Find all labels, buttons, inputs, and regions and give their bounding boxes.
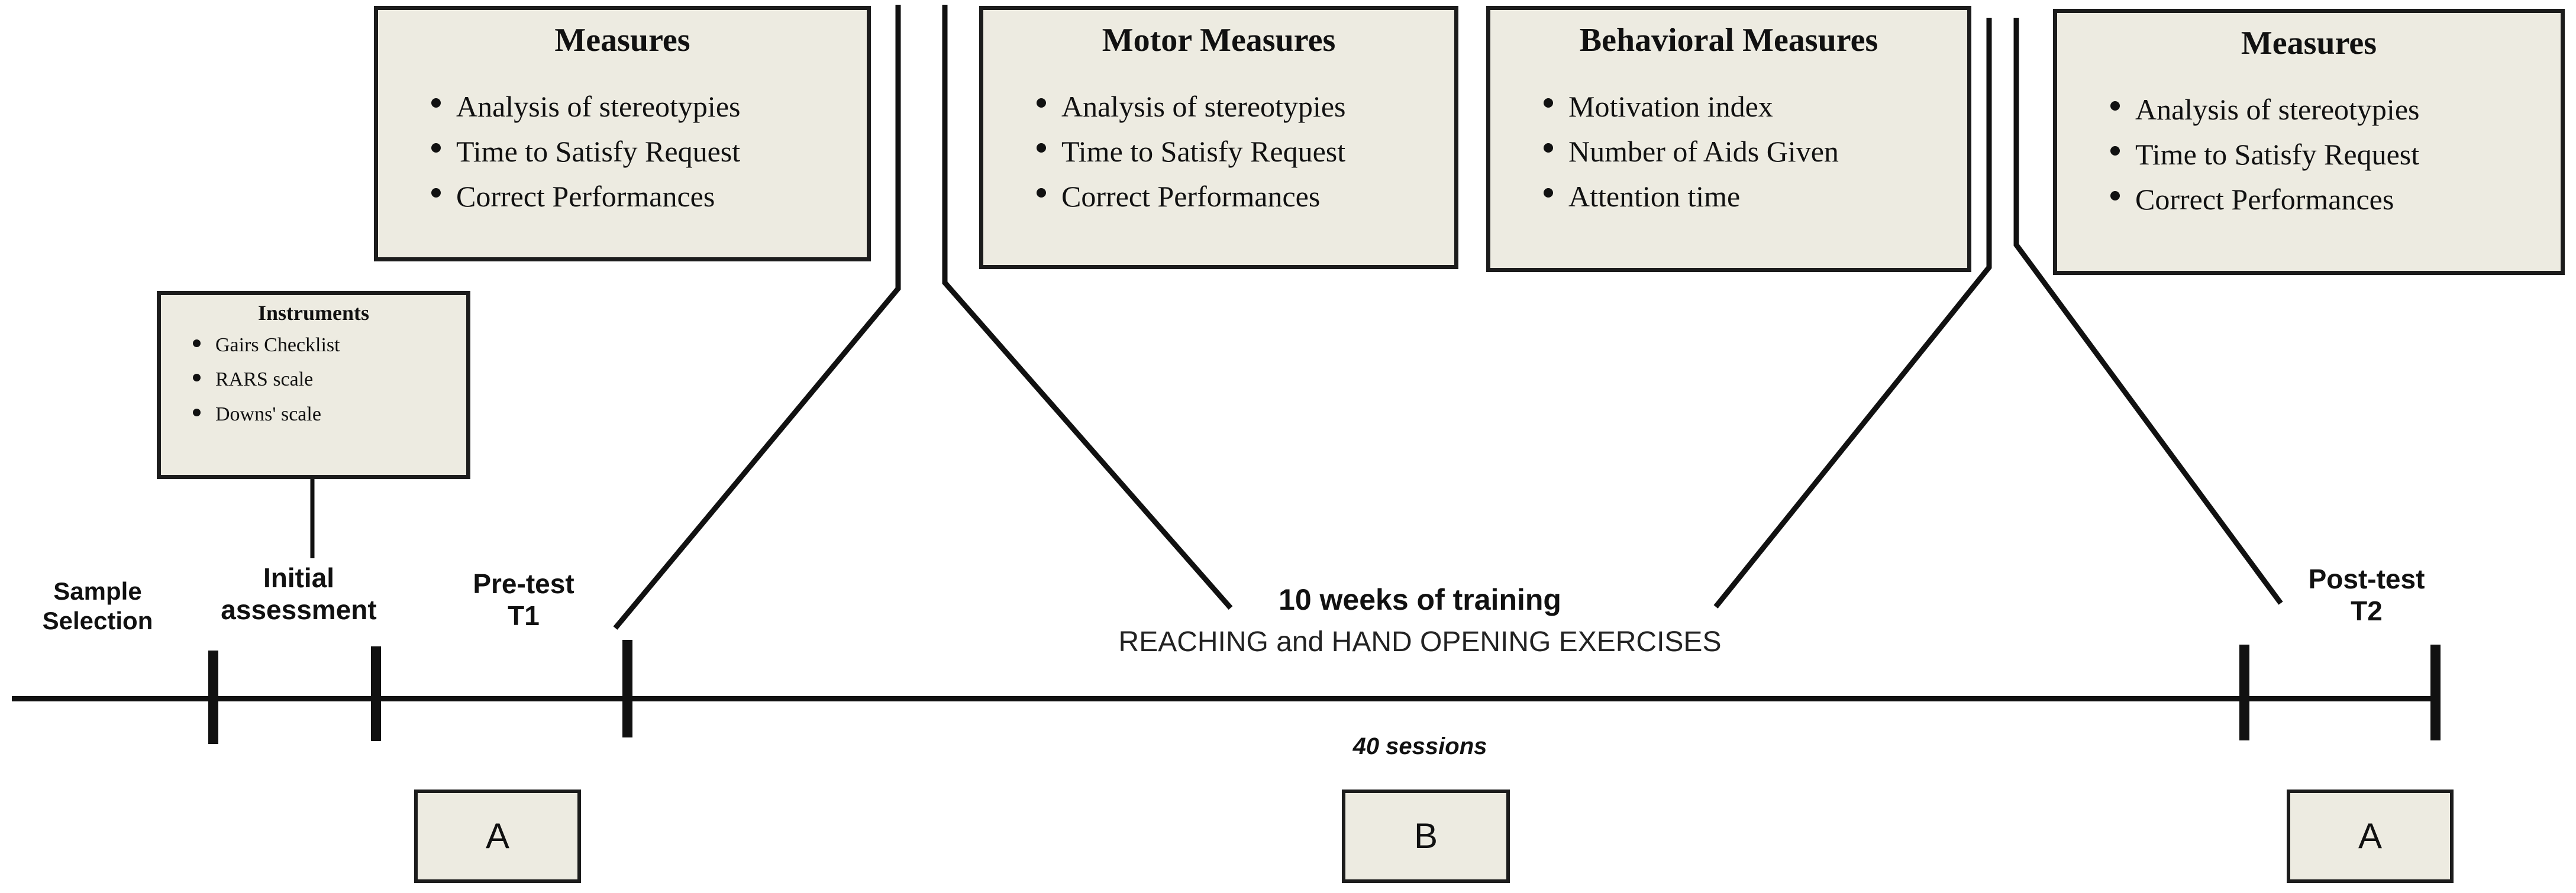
motor-measures-title: Motor Measures: [1102, 22, 1336, 59]
phase-label: A: [485, 816, 510, 856]
list-item: RARS scale: [192, 363, 466, 397]
training-headline: 10 weeks of training: [1279, 583, 1561, 616]
phase-label: A: [2358, 816, 2383, 856]
instruments-box: Instruments Gairs Checklist RARS scale D…: [157, 291, 470, 479]
timeline-tick-post-test: [2239, 645, 2249, 740]
milestone-line2: Selection: [42, 606, 153, 635]
list-item: Attention time: [1541, 174, 1967, 219]
motor-measures-list: Analysis of stereotypies Time to Satisfy…: [983, 84, 1454, 219]
instruments-list: Gairs Checklist RARS scale Downs' scale: [161, 328, 466, 432]
list-item: Time to Satisfy Request: [429, 129, 867, 174]
milestone-line1: Post-test: [2308, 564, 2425, 594]
behavioral-measures-title: Behavioral Measures: [1579, 22, 1878, 59]
list-item: Analysis of stereotypies: [429, 84, 867, 129]
timeline-tick-pre-test: [622, 640, 632, 737]
timeline-axis: [12, 696, 2432, 701]
milestone-label-post-test: Post-test T2: [2266, 563, 2467, 627]
measures-posttest-title: Measures: [2241, 25, 2377, 62]
motor-measures-box: Motor Measures Analysis of stereotypies …: [979, 6, 1458, 269]
list-item: Motivation index: [1541, 84, 1967, 129]
milestone-line2: T2: [2351, 596, 2383, 627]
measures-pretest-box: Measures Analysis of stereotypies Time t…: [374, 6, 871, 261]
training-sessions-count: 40 sessions: [1352, 733, 1487, 759]
milestone-line2: T1: [508, 600, 540, 632]
milestone-line1: Initial: [263, 562, 335, 593]
list-item: Analysis of stereotypies: [2108, 87, 2561, 132]
list-item: Time to Satisfy Request: [2108, 132, 2561, 177]
measures-posttest-box: Measures Analysis of stereotypies Time t…: [2053, 9, 2565, 275]
measures-pretest-title: Measures: [554, 22, 690, 59]
timeline-tick-sample-selection: [371, 646, 381, 741]
milestone-label-sample-selection: Sample Selection: [12, 577, 183, 635]
milestone-line1: Pre-test: [473, 568, 574, 599]
timeline-tick-initial-assessment: [208, 651, 218, 744]
list-item: Correct Performances: [429, 174, 867, 219]
training-subline: REACHING and HAND OPENING EXERCISES: [1118, 626, 1722, 658]
timeline-tick-end: [2430, 645, 2441, 740]
list-item: Correct Performances: [2108, 177, 2561, 222]
list-item: Time to Satisfy Request: [1034, 129, 1454, 174]
list-item: Number of Aids Given: [1541, 129, 1967, 174]
list-item: Correct Performances: [1034, 174, 1454, 219]
list-item: Analysis of stereotypies: [1034, 84, 1454, 129]
milestone-label-pre-test: Pre-test T1: [435, 568, 612, 632]
behavioral-measures-box: Behavioral Measures Motivation index Num…: [1486, 6, 1971, 272]
behavioral-measures-list: Motivation index Number of Aids Given At…: [1490, 84, 1967, 219]
measures-pretest-list: Analysis of stereotypies Time to Satisfy…: [378, 84, 867, 219]
list-item: Downs' scale: [192, 397, 466, 432]
measures-posttest-list: Analysis of stereotypies Time to Satisfy…: [2057, 87, 2561, 222]
phase-label: B: [1413, 816, 1438, 856]
list-item: Gairs Checklist: [192, 328, 466, 363]
milestone-line2: assessment: [221, 594, 377, 626]
phase-box-a-2: A: [2287, 790, 2454, 883]
milestone-line1: Sample: [53, 577, 142, 605]
phase-box-b: B: [1342, 790, 1510, 883]
instruments-title: Instruments: [257, 301, 369, 325]
phase-box-a-1: A: [414, 790, 581, 883]
milestone-label-initial-assessment: Initial assessment: [213, 562, 385, 626]
